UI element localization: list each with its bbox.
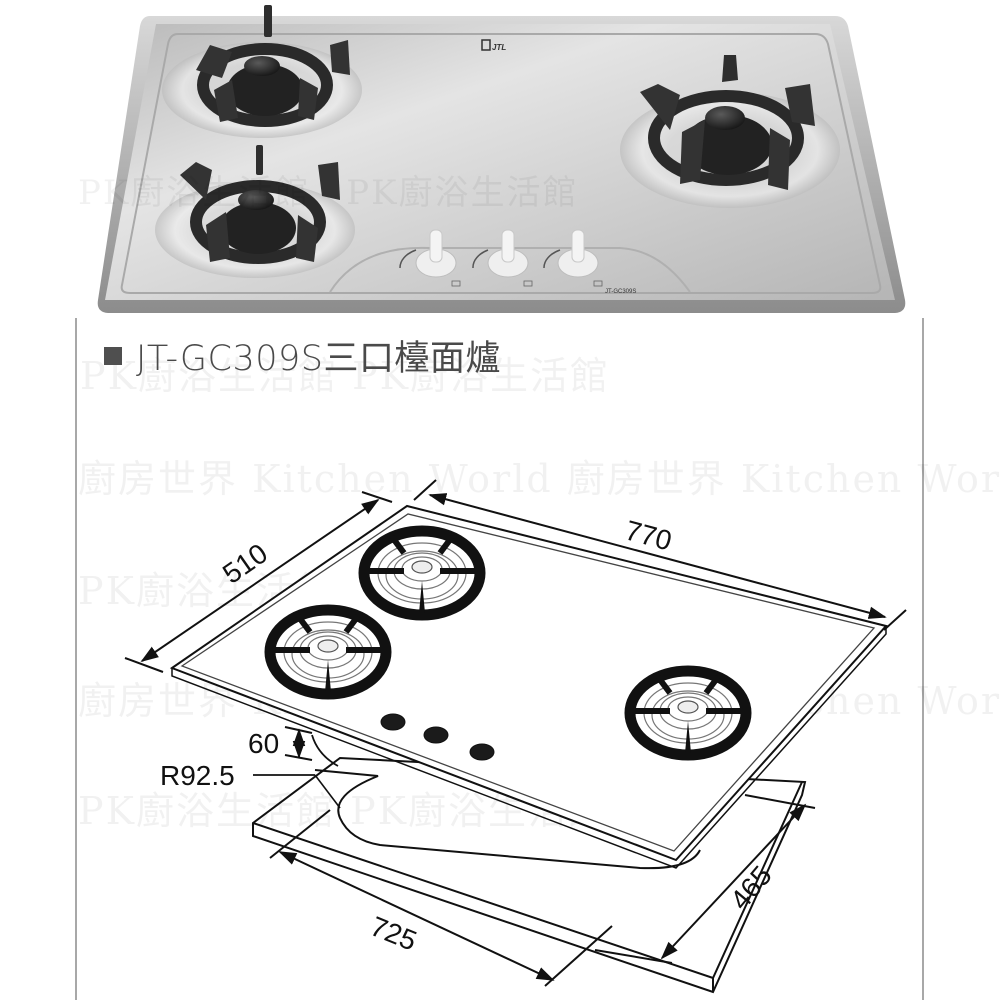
dimension-60-line [284,726,313,761]
dimension-label-radius: R92.5 [160,760,235,791]
dimension-label-height: 60 [248,728,280,759]
cooktop-outline [169,504,888,862]
dimension-510-line [124,491,393,673]
diagram-burner-right [630,671,746,755]
model-plate: JT-GC309S [605,289,636,295]
frame-line-right [922,318,924,1000]
diagram-burner-rear-left [364,531,480,615]
brand-logo-icon: JTL [481,39,506,52]
photo-knob-1 [399,229,461,287]
product-photo: JTL JT-GC309S [97,5,906,313]
square-bullet-icon [104,346,122,365]
product-title: JT-GC309S三口檯面爐 [104,330,501,381]
photo-burner-right [620,55,840,208]
photo-knob-3 [543,229,603,287]
product-title-text: JT-GC309S三口檯面爐 [136,339,501,379]
svg-text:JTL: JTL [492,43,506,52]
photo-burner-bottom-left [155,145,355,278]
dimension-465-line [594,794,816,964]
photo-burner-top-left [162,5,362,138]
frame-line-left [75,318,77,1000]
photo-knob-2 [472,229,533,287]
diagram-knobs [380,713,495,761]
dimension-725-line [269,809,613,987]
dimension-770-line [413,479,907,631]
diagram-burner-front-left [270,610,386,694]
